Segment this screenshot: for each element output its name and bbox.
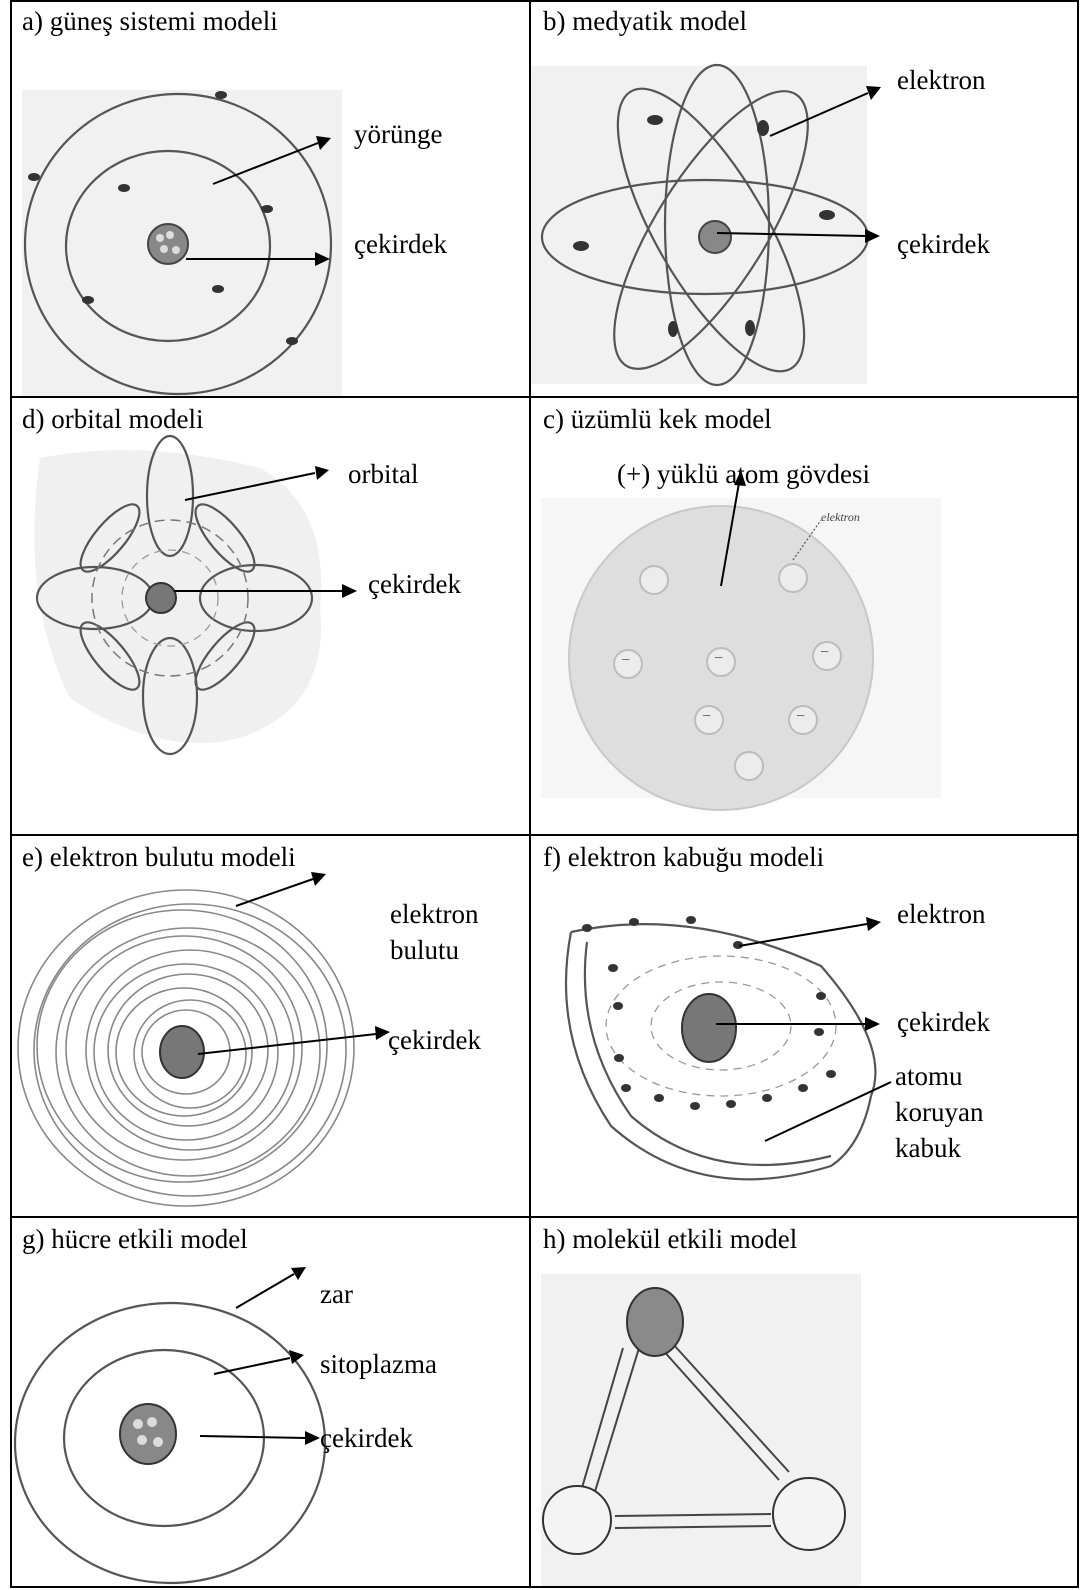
cytoplasm-label: sitoplazma: [320, 1346, 437, 1382]
electron-minus-3: −: [820, 644, 829, 662]
orbital-label: orbital: [348, 456, 418, 492]
media-atom-model-drawing: [531, 0, 1079, 396]
nucleus-label: çekirdek: [320, 1420, 413, 1456]
cell-like-model-drawing: [10, 1218, 529, 1588]
panel-e: e) elektron bulutu modeli elektron bulut…: [10, 836, 529, 1216]
electron-label: elektron: [897, 62, 985, 98]
nucleus-label: çekirdek: [897, 226, 990, 262]
electron-cloud-label: elektron bulutu: [390, 896, 510, 968]
panel-d: d) orbital modeli orbital çekirdek: [10, 398, 529, 834]
nucleus-label: çekirdek: [354, 226, 447, 262]
protective-shell-label: atomu koruyan kabuk: [895, 1058, 1005, 1166]
electron-minus-5: −: [796, 708, 805, 726]
membrane-label: zar: [320, 1276, 353, 1312]
electron-label: elektron: [897, 896, 985, 932]
electron-minus-2: −: [714, 650, 723, 668]
nucleus-label: çekirdek: [897, 1004, 990, 1040]
orbital-model-drawing: [10, 398, 529, 834]
electron-minus-4: −: [702, 708, 711, 726]
panel-f: f) elektron kabuğu modeli elektron çekir…: [531, 836, 1079, 1216]
panel-b: b) medyatik model elektron çekirdek: [531, 0, 1079, 396]
solar-system-model-drawing: [10, 0, 529, 396]
panel-g: g) hücre etkili model zar sitoplazma çek…: [10, 1218, 529, 1588]
panel-c: c) üzümlü kek model (+) yüklü atom gövde…: [531, 398, 1079, 834]
electron-small-label: elektron: [821, 510, 860, 525]
nucleus-label: çekirdek: [388, 1022, 481, 1058]
molecule-like-model-drawing: [531, 1218, 1079, 1588]
panel-a: a) güneş sistemi modeli yörünge çekirdek: [10, 0, 529, 396]
atom-body-label: (+) yüklü atom gövdesi: [617, 456, 870, 492]
electron-minus-1: −: [621, 652, 630, 670]
nucleus-label: çekirdek: [368, 566, 461, 602]
panel-h: h) molekül etkili model: [531, 1218, 1079, 1588]
orbit-label: yörünge: [354, 116, 442, 152]
